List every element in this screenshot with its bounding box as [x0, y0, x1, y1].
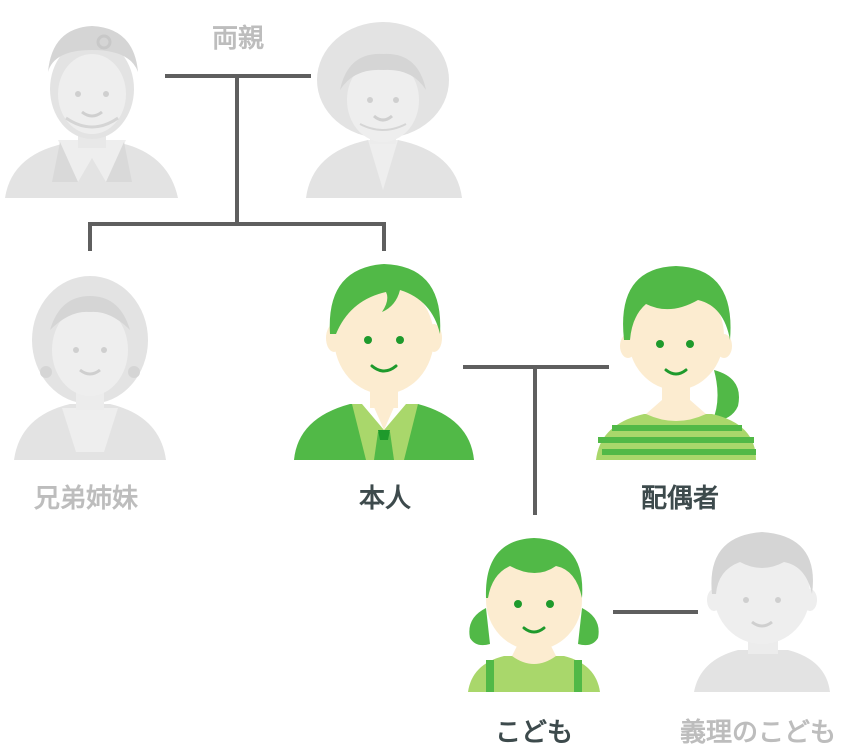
child-in-law-label: 義理のこども — [679, 718, 836, 748]
self-label: 本人 — [358, 484, 411, 514]
man-icon — [294, 264, 474, 460]
girl-pigtails-icon — [468, 538, 600, 692]
elderly-man-icon — [5, 26, 178, 198]
parents-label: 両親 — [211, 24, 264, 54]
elderly-woman-icon — [306, 22, 462, 198]
woman-icon — [14, 276, 166, 460]
connector-lines — [88, 74, 698, 614]
siblings-label: 兄弟姉妹 — [33, 484, 138, 514]
spouse-label: 配偶者 — [640, 484, 719, 514]
boy-icon — [694, 532, 830, 692]
woman-ponytail-icon — [596, 266, 756, 460]
child-label: こども — [494, 718, 573, 748]
